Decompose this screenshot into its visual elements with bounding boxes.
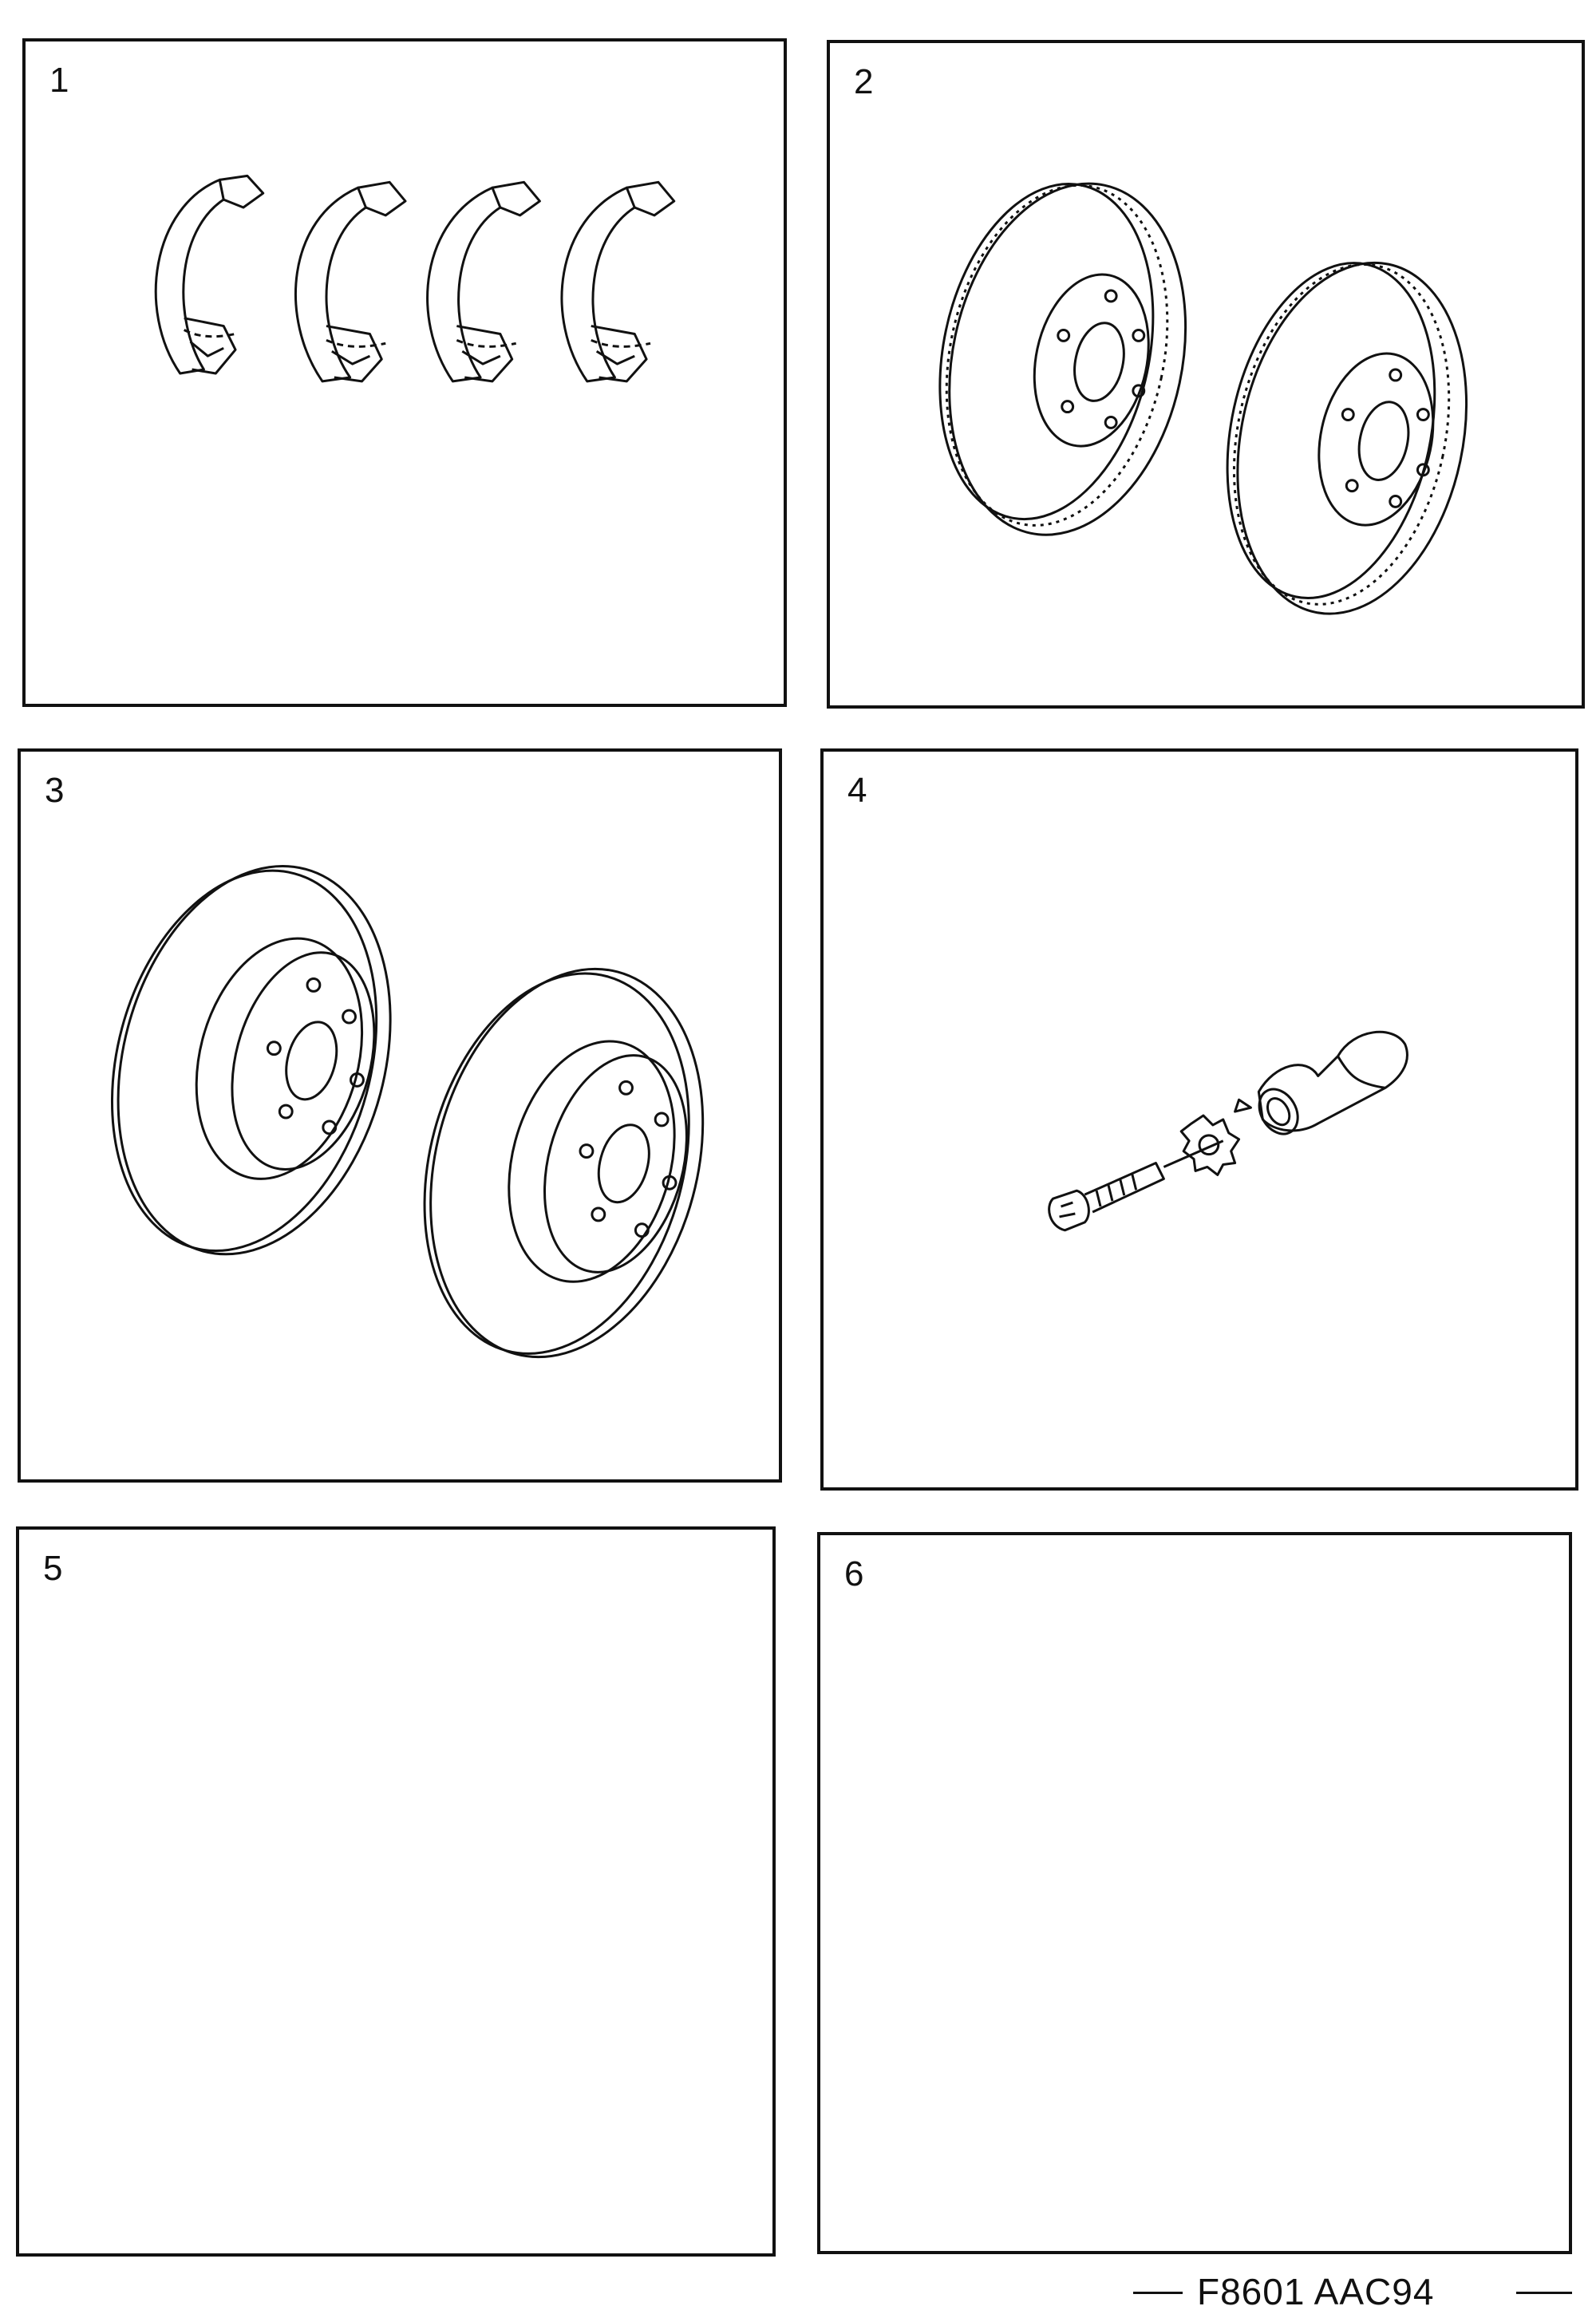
- panel-number: 2: [854, 62, 874, 101]
- panel-1: 1: [22, 38, 787, 707]
- brake-shoe: [295, 182, 405, 381]
- bleeder-screw: [1049, 1141, 1223, 1230]
- vented-discs-illustration: [830, 43, 1582, 705]
- panel-number: 5: [43, 1549, 63, 1588]
- panel-5: 5: [16, 1526, 776, 2257]
- vented-disc: [1199, 241, 1498, 635]
- panel-number: 3: [45, 771, 65, 810]
- brake-shoes-illustration: [26, 41, 784, 704]
- panel-2: 2: [827, 40, 1585, 709]
- brake-shoe: [156, 176, 263, 373]
- panel-6: 6: [817, 1532, 1572, 2254]
- panel-number: 1: [49, 61, 69, 100]
- solid-discs-illustration: [21, 752, 779, 1479]
- panel-3: 3: [18, 748, 782, 1483]
- bleeder-screw-illustration: [824, 752, 1575, 1487]
- brake-shoe: [428, 182, 540, 381]
- panel-4: 4: [820, 748, 1578, 1491]
- solid-disc: [385, 938, 745, 1388]
- figure-code: F8601 AAC94: [1197, 2271, 1435, 2312]
- panel-number: 4: [847, 771, 867, 810]
- panel-number: 6: [844, 1554, 864, 1593]
- bleeder-cap: [1235, 1032, 1408, 1140]
- footer-line-left: [1133, 2292, 1183, 2294]
- brake-shoe: [562, 182, 674, 381]
- bleeder-washer: [1181, 1116, 1238, 1175]
- footer-line-right: [1516, 2292, 1572, 2294]
- vented-disc: [911, 161, 1216, 557]
- solid-disc: [72, 835, 432, 1285]
